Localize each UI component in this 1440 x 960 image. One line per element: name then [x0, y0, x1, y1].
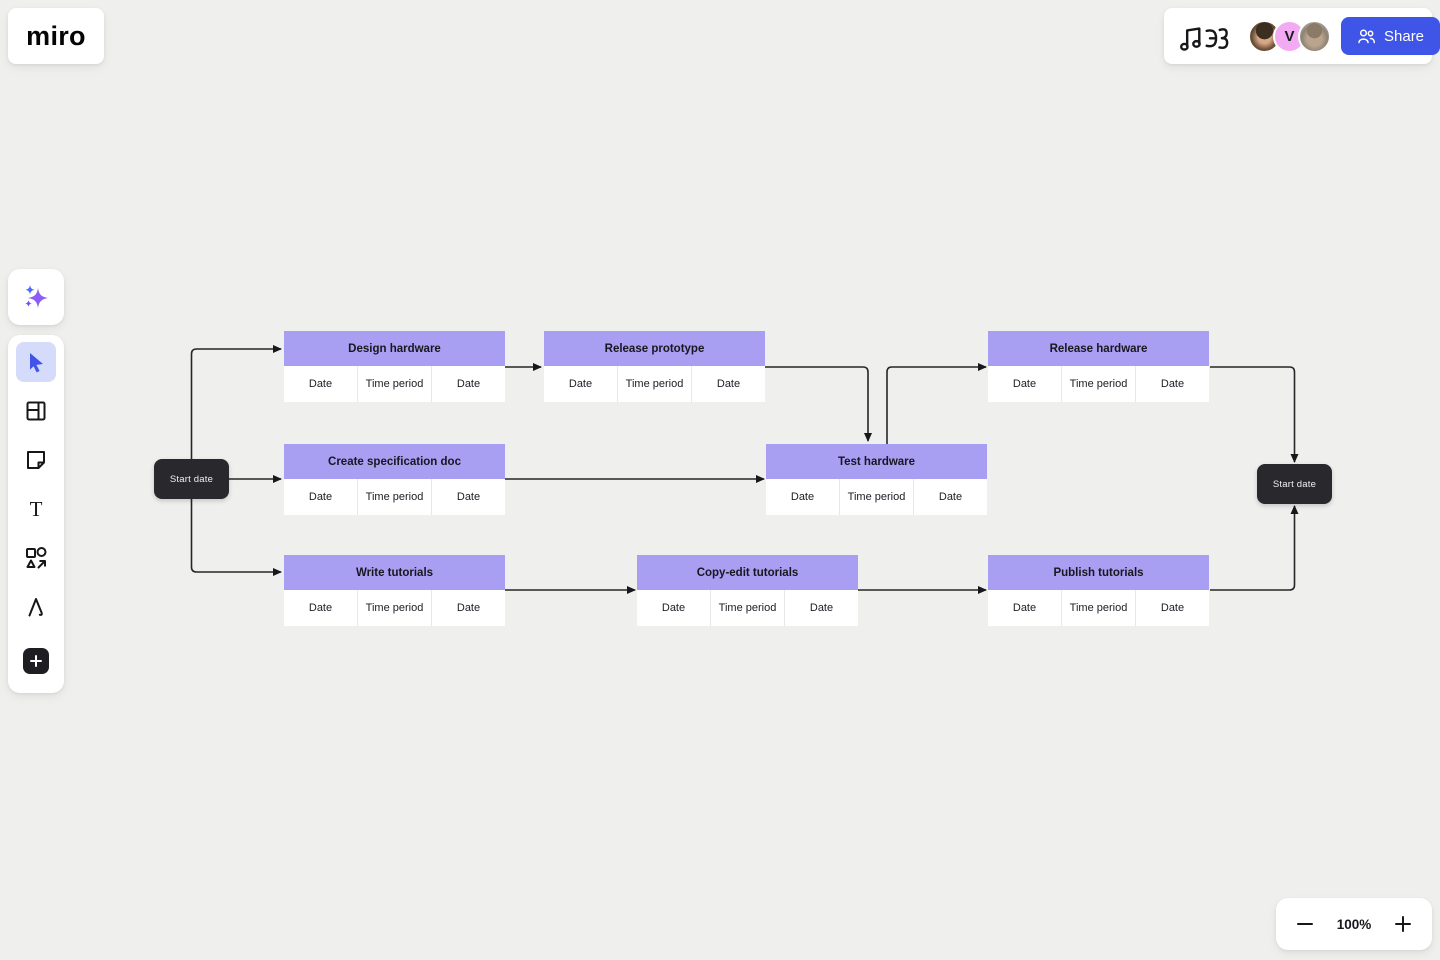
task-node-copy-edit-tutorials[interactable]: Copy-edit tutorials Date Time period Dat…: [637, 555, 858, 626]
task-cell-time-period[interactable]: Time period: [1061, 366, 1135, 402]
task-cell-start-date[interactable]: Date: [568, 378, 593, 390]
task-cell-time-period[interactable]: Time period: [357, 590, 431, 626]
select-cursor-icon: [30, 353, 43, 373]
avatar-initial-label: V: [1284, 27, 1295, 45]
milestone-start-date-left[interactable]: Start date: [154, 459, 229, 499]
milestone-label: Start date: [169, 473, 214, 485]
header-bar: V Share: [1164, 8, 1440, 64]
task-title: Release prototype: [544, 331, 765, 366]
avatar-collaborator-2[interactable]: [1298, 19, 1331, 53]
task-node-test-hardware[interactable]: Test hardware Date Time period Date: [766, 444, 987, 515]
pen-icon: [28, 598, 43, 617]
task-title: Release hardware: [988, 331, 1209, 366]
task-cell-start-date[interactable]: Date: [308, 602, 333, 614]
text-icon: T: [30, 498, 43, 520]
task-cell-time-period[interactable]: Time period: [839, 479, 913, 515]
svg-text:T: T: [30, 498, 43, 520]
task-cell-end-date[interactable]: Date: [431, 479, 505, 515]
task-title: Design hardware: [284, 331, 505, 366]
task-cell-end-date[interactable]: Date: [913, 479, 987, 515]
task-cell-time-period[interactable]: Time period: [710, 590, 784, 626]
task-node-create-specification-doc[interactable]: Create specification doc Date Time perio…: [284, 444, 505, 515]
task-cell-end-date[interactable]: Date: [431, 366, 505, 402]
task-cell-end-date[interactable]: Date: [784, 590, 858, 626]
sticky-note-tool-button[interactable]: [16, 440, 56, 480]
task-cell-start-date[interactable]: Date: [1012, 378, 1037, 390]
task-cell-end-date[interactable]: Date: [1135, 590, 1209, 626]
select-tool-button[interactable]: [16, 342, 56, 382]
task-node-release-prototype[interactable]: Release prototype Date Time period Date: [544, 331, 765, 402]
templates-tool-button[interactable]: [16, 391, 56, 431]
zoom-in-button[interactable]: [1384, 905, 1422, 943]
task-cell-end-date[interactable]: Date: [691, 366, 765, 402]
task-cell-start-date[interactable]: Date: [1012, 602, 1037, 614]
task-node-release-hardware[interactable]: Release hardware Date Time period Date: [988, 331, 1209, 402]
music-notes-doodle-icon[interactable]: [1176, 17, 1230, 55]
task-cell-time-period[interactable]: Time period: [357, 479, 431, 515]
people-icon: [1358, 29, 1376, 44]
task-cell-time-period[interactable]: Time period: [1061, 590, 1135, 626]
shapes-tool-button[interactable]: [16, 538, 56, 578]
task-node-design-hardware[interactable]: Design hardware Date Time period Date: [284, 331, 505, 402]
share-button[interactable]: Share: [1341, 17, 1440, 55]
ai-assistant-button[interactable]: [8, 269, 64, 325]
task-cell-end-date[interactable]: Date: [1135, 366, 1209, 402]
miro-logo-text: miro: [26, 20, 86, 51]
plus-icon: [1395, 916, 1411, 932]
task-title: Copy-edit tutorials: [637, 555, 858, 590]
task-cell-start-date[interactable]: Date: [661, 602, 686, 614]
task-cell-time-period[interactable]: Time period: [357, 366, 431, 402]
add-more-tools-button[interactable]: [23, 648, 49, 674]
task-cell-time-period[interactable]: Time period: [617, 366, 691, 402]
share-button-label: Share: [1384, 27, 1425, 45]
zoom-out-button[interactable]: [1286, 905, 1324, 943]
task-title: Write tutorials: [284, 555, 505, 590]
task-title: Create specification doc: [284, 444, 505, 479]
task-title: Publish tutorials: [988, 555, 1209, 590]
connector-test-hardware-to-release-hardware[interactable]: [886, 363, 987, 444]
milestone-label: Start date: [1272, 478, 1317, 490]
ai-sparkles-icon: [25, 285, 48, 308]
connector-release-hardware-to-end[interactable]: [1210, 366, 1299, 463]
zoom-controls: 100%: [1276, 898, 1432, 950]
templates-frame-icon: [26, 401, 46, 421]
task-title: Test hardware: [766, 444, 987, 479]
text-tool-button[interactable]: T: [16, 489, 56, 529]
miro-logo[interactable]: miro: [8, 8, 104, 64]
plus-icon: [30, 655, 42, 667]
pen-tool-button[interactable]: [16, 587, 56, 627]
connector-release-prototype-to-test-hardware[interactable]: [765, 366, 872, 442]
collaborator-avatars: V: [1248, 19, 1331, 53]
task-cell-start-date[interactable]: Date: [308, 491, 333, 503]
task-cell-start-date[interactable]: Date: [790, 491, 815, 503]
task-node-publish-tutorials[interactable]: Publish tutorials Date Time period Date: [988, 555, 1209, 626]
minus-icon: [1297, 923, 1313, 925]
sticky-note-icon: [27, 451, 45, 469]
connector-publish-to-end[interactable]: [1210, 505, 1299, 591]
task-cell-end-date[interactable]: Date: [431, 590, 505, 626]
task-cell-start-date[interactable]: Date: [308, 378, 333, 390]
zoom-level-label[interactable]: 100%: [1336, 916, 1372, 932]
tools-sidebar: T: [8, 335, 64, 693]
milestone-start-date-right[interactable]: Start date: [1257, 464, 1332, 504]
task-node-write-tutorials[interactable]: Write tutorials Date Time period Date: [284, 555, 505, 626]
connector-start-to-write-tutorials[interactable]: [190, 479, 282, 576]
shapes-connectors-icon: [26, 547, 47, 569]
connector-start-to-design-hardware[interactable]: [190, 345, 282, 479]
